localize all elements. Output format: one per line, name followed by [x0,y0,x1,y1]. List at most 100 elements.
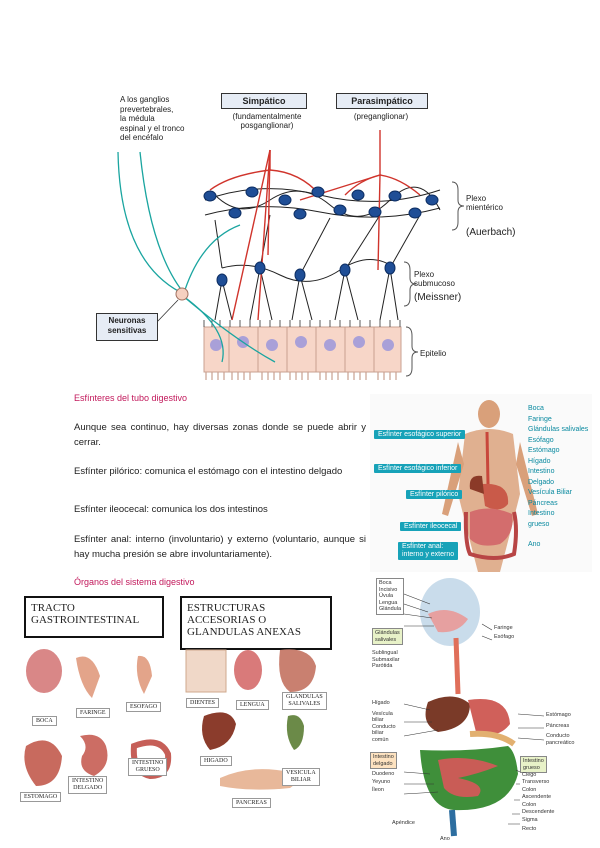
label-line: Plexo [414,270,435,279]
anatomy-anus: Ano [440,836,450,842]
caption-line: INTESTINO [132,760,164,766]
label-lower-esophageal-sphincter: Esfínter esofágico inferior [374,464,462,473]
caption-line: VESICULA [286,770,316,776]
torso-drawing [442,400,538,572]
caption-lengua: LENGUA [236,700,269,710]
meissner-label: (Meissner) [414,292,462,303]
organ-label: Estómago [528,447,560,454]
anatomy-label: Yeyuno [372,779,391,785]
note-line: (fundamentalmente [232,112,302,121]
anatomy-label: Boca [379,580,392,586]
parasympathetic-label: Parasimpático [351,96,413,106]
anatomy-label: Úvula [379,593,394,599]
digestive-anatomy: Boca Incisivo Úvula Lengua Glándula Glán… [358,574,594,844]
enteric-diagram: A los ganglios prevertebrales, la médula… [0,0,600,390]
organ-label: Hígado [528,457,551,465]
anatomy-label: Glándula [379,606,402,612]
title-line: ACCESORIAS O [187,614,267,626]
caption-line: GLANDULAS [286,694,323,700]
organ-label: Faringe [528,415,552,423]
anatomy-label: Ascendente [522,793,552,800]
ganglia-line: del encéfalo [120,133,164,142]
right-organ-labels: Boca Faringe Glándulas salivales Esófago… [528,404,592,551]
sphincters-paragraph-3: Esfínter ileocecal: comunica los dos int… [74,504,268,515]
parasympathetic-fibers [299,130,421,271]
anatomy-label: Hígado [372,700,390,706]
ganglia-line: la médula [120,114,155,123]
sensory-fibers [117,151,276,363]
caption-higado: HIGADO [200,756,232,766]
tract-panel: TRACTO GASTROINTESTINAL BOCA FARINGE ESO… [20,596,178,808]
title-line: GASTROINTESTINAL [31,614,140,626]
anatomy-label: Ciego [522,772,537,778]
anatomy-label: Duodeno [372,771,395,777]
organ-label: Esófago [528,436,554,444]
sphincters-paragraph-4: Esfínter anal: interno (involuntario) y … [74,534,366,560]
tract-organs-drawing [24,649,172,786]
title-line: TRACTO [31,602,75,614]
body-figure: Esfínter esofágico superior Esfínter eso… [370,394,592,572]
caption-pancreas: PANCREAS [232,798,271,808]
anatomy-label: biliar [372,730,384,736]
anatomy-label: delgado [373,760,393,767]
caption-esofago: ESOFAGO [126,702,162,712]
sphincters-heading: Esfínteres del tubo digestivo [74,393,188,403]
anatomy-label: Submaxilar [372,656,400,663]
anatomy-label: Intestino [373,754,394,760]
anatomy-label: Recto [522,825,537,832]
ganglia-line: prevertebrales, [120,104,174,114]
anatomy-label: Sigma [522,817,538,823]
anatomy-label: Transverso [522,778,550,785]
anatomy-left-mid: Hígado Vesícula biliar Conducto biliar c… [372,700,396,743]
epithelium-brace [405,326,419,377]
anatomy-appendix: Apéndice [392,820,415,826]
anatomy-label: Colon [522,802,537,808]
anatomy-label: Faringe [494,625,513,631]
sympathetic-label: Simpático [242,96,286,106]
organ-label: Intestino [528,510,555,517]
tract-title: TRACTO GASTROINTESTINAL [24,596,164,638]
parasympathetic-note: (preganglionar) [353,112,409,121]
note-line: posganglionar) [240,121,294,130]
organ-label: Glándulas salivales [528,426,589,433]
caption-glandulas-salivales: GLANDULAS SALIVALES [282,692,327,710]
anatomy-right-mid: Estómago Páncreas Conducto pancreático [546,712,574,746]
anatomy-right-top: Faringe Esófago [494,624,514,642]
parasympathetic-box: Parasimpático [336,93,428,109]
title-line: GLANDULAS ANEXAS [187,626,301,638]
caption-line: SALIVALES [288,701,321,707]
epithelium-cells [203,320,402,380]
label-anal-sphincter: Esfínter anal: interno y externo [398,542,459,560]
caption-estomago: ESTOMAGO [20,792,62,802]
sensory-neurons-box: Neuronas sensitivas [96,313,158,341]
anatomy-label: Conducto [546,733,570,739]
label-line: Esfínter anal: [402,543,444,550]
anatomy-label: Intestino [523,758,544,764]
organ-label: grueso [528,520,550,528]
label-line: Plexo [466,194,487,203]
anatomy-label: Lengua [379,599,398,606]
anatomy-label: Glándulas [375,630,400,636]
caption-line: INTESTINO [72,778,104,784]
anatomy-label: Descendente [522,808,555,815]
anatomy-label: Esófago [494,634,515,640]
anatomy-glands-list: Sublingual Submaxilar Parótida [372,650,400,670]
anatomy-label: común [372,736,389,743]
sensory-neuron-body [175,287,189,301]
anatomy-left-low: Duodeno Yeyuno Íleon [372,770,394,794]
anatomy-label: Colon [522,787,537,793]
anatomy-glands: Glándulas salivales [372,628,403,645]
anatomy-left-top: Boca Incisivo Úvula Lengua Glándula [376,578,405,615]
anatomy-label: Vesícula [372,710,393,717]
label-line: sensitivas [107,326,147,335]
myenteric-brace [451,181,465,231]
caption-faringe: FARINGE [76,708,110,718]
anatomy-small-intestine-title: Intestino delgado [370,752,397,769]
anatomy-label: Sublingual [372,650,398,656]
organ-label: Vesícula Biliar [528,489,572,496]
digestive-anatomy-drawing [403,578,545,837]
plexo-submucoso-label: Plexo submucoso [414,270,455,288]
ganglia-line: espinal y el tronco [120,123,185,133]
label-upper-esophageal-sphincter: Esfínter esofágico superior [374,430,466,439]
caption-line: GRUESO [135,767,160,773]
